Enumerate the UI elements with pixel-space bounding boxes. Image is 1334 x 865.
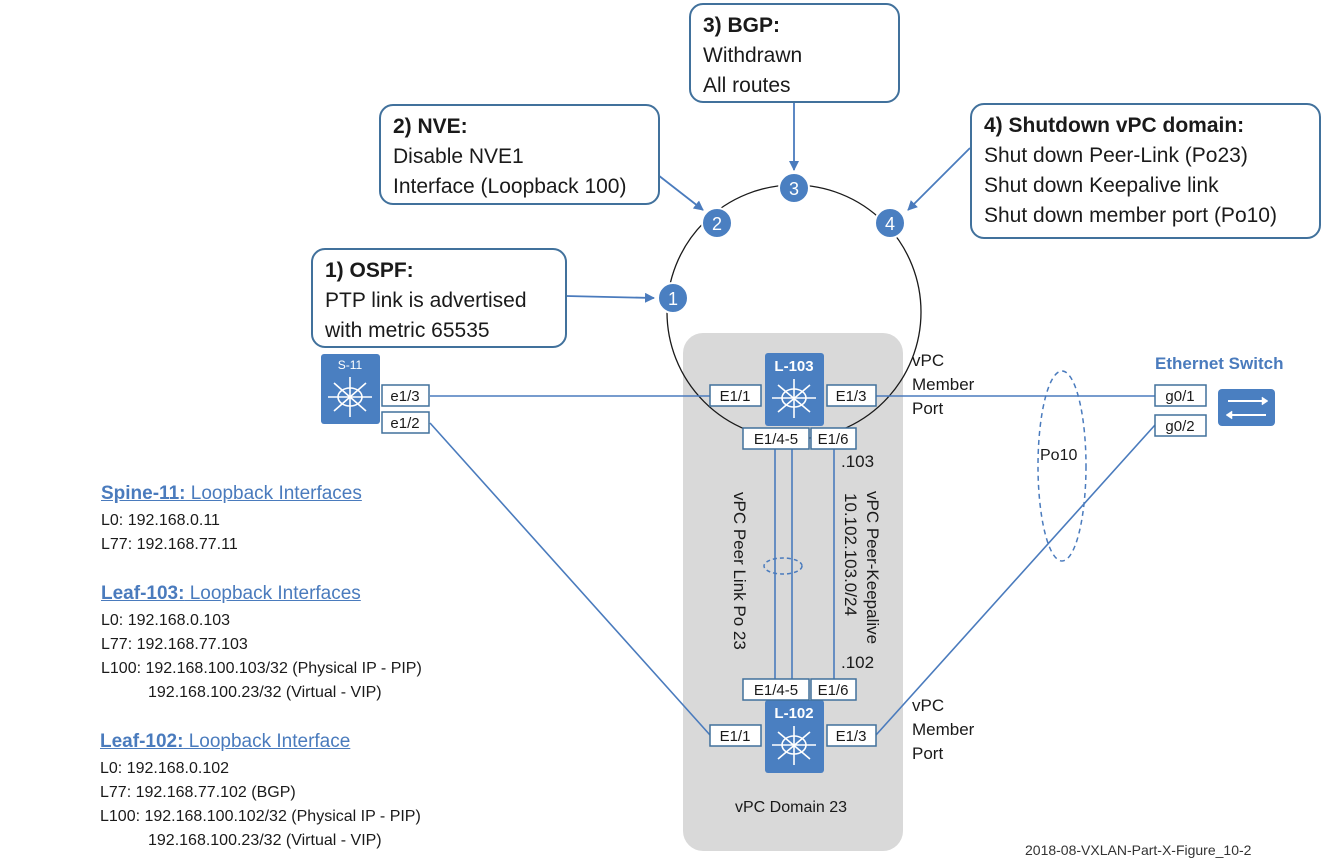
svg-text:E1/4-5: E1/4-5 [754,431,798,448]
vpc-domain-label: vPC Domain 23 [735,799,848,816]
leaf-l102-label: L-102 [774,705,813,722]
svg-text:E1/3: E1/3 [836,728,867,745]
loopback-line: 192.168.100.23/32 (Virtual - VIP) [148,684,382,701]
callout-ospf-line: PTP link is advertised [325,289,527,312]
svg-text:E1/4-5: E1/4-5 [754,682,798,699]
keepalive-subnet-label: 10.102.103.0/24 [841,493,860,616]
loopback-line: L77: 192.168.77.11 [101,536,238,553]
ip-102-label: .102 [841,653,875,672]
callout-vpc-line: Shut down member port (Po10) [984,204,1277,227]
callout-vpc-shutdown: 4) Shutdown vPC domain: Shut down Peer-L… [970,103,1321,239]
spine-s11-label: S-11 [338,358,363,372]
callout-bgp-title: 3) BGP: [703,14,781,37]
ethernet-switch-device [1218,389,1275,426]
port-switch-g0-1: g0/1 [1154,384,1207,407]
loopback-line: L0: 192.168.0.11 [101,512,220,529]
port-l103-e1-3: E1/3 [826,384,877,407]
port-s11-e1-3: e1/3 [381,384,430,407]
port-l102-e1-1: E1/1 [709,724,762,747]
port-l102-e1-6: E1/6 [810,678,857,701]
port-l102-e1-3: E1/3 [826,724,877,747]
svg-text:g0/1: g0/1 [1165,388,1194,405]
step-badge-1-label: 1 [668,289,678,309]
port-l103-e1-6: E1/6 [810,427,857,450]
vpc-member-port-top: vPC Member Port [912,351,975,418]
leaf-l103-device: L-103 [765,353,824,426]
callout-ospf-title: 1) OSPF: [325,259,414,282]
step-badge-2-label: 2 [712,214,722,234]
loopbacks-spine11-header: Spine-11: Loopback Interfaces [101,483,362,504]
svg-text:E1/6: E1/6 [818,682,849,699]
loopback-line: L77: 192.168.77.103 [101,636,248,653]
port-l103-e1-1: E1/1 [709,384,762,407]
svg-text:E1/1: E1/1 [720,388,751,405]
port-switch-g0-2: g0/2 [1154,414,1207,437]
svg-text:E1/1: E1/1 [720,728,751,745]
spine-s11-device: S-11 [321,354,380,424]
step-badge-3-label: 3 [789,179,799,199]
ethernet-switch-label: Ethernet Switch [1155,354,1284,373]
peer-link-portchannel-icon [763,557,803,575]
vpc-domain-area [683,333,903,851]
switch-router-icon [772,726,816,765]
svg-text:E1/6: E1/6 [818,431,849,448]
leaf-l102-device: L-102 [765,700,824,773]
step-badge-4-label: 4 [885,214,895,234]
po10-portchannel-icon [1037,370,1087,562]
loopback-line: L77: 192.168.77.102 (BGP) [100,784,296,801]
callout-ospf: 1) OSPF: PTP link is advertised with met… [311,248,567,348]
svg-text:g0/2: g0/2 [1165,418,1194,435]
callout-vpc-line: Shut down Peer-Link (Po23) [984,144,1248,167]
loopback-line: L100: 192.168.100.102/32 (Physical IP - … [100,808,421,825]
vpc-member-port-bottom: vPC Member Port [912,696,975,763]
switch-router-icon [772,379,816,418]
loopbacks-leaf103-header: Leaf-103: Loopback Interfaces [101,583,361,604]
step-badge-4: 4 [874,207,906,239]
link-s11-l102 [429,422,711,736]
callout-ospf-line: with metric 65535 [325,319,490,342]
keepalive-label: vPC Peer-Keepalive [863,491,882,644]
po10-label: Po10 [1040,447,1078,464]
svg-text:e1/2: e1/2 [390,415,419,432]
callout-nve-title: 2) NVE: [393,115,468,138]
loopback-line: L100: 192.168.100.103/32 (Physical IP - … [101,660,422,677]
peer-link-label: vPC Peer Link Po 23 [730,492,749,650]
ip-103-label: .103 [841,452,875,471]
port-s11-e1-2: e1/2 [381,411,430,434]
svg-text:E1/3: E1/3 [836,388,867,405]
svg-text:e1/3: e1/3 [390,388,419,405]
loopbacks-leaf102-header: Leaf-102: Loopback Interface [100,731,351,752]
callout-nve: 2) NVE: Disable NVE1 Interface (Loopback… [379,104,660,205]
callout-nve-line: Interface (Loopback 100) [393,175,627,198]
callout-vpc-line: Shut down Keepalive link [984,174,1219,197]
switch-router-icon [328,377,372,417]
step-badge-2: 2 [701,207,733,239]
leaf-l103-label: L-103 [774,358,813,375]
port-l103-e1-4-5: E1/4-5 [742,427,810,450]
loopback-line: L0: 192.168.0.102 [100,760,230,777]
arrow-nve [657,174,704,211]
port-l102-e1-4-5: E1/4-5 [742,678,810,701]
step-badge-3: 3 [778,172,810,204]
loopback-line: 192.168.100.23/32 (Virtual - VIP) [148,832,382,849]
loopback-line: L0: 192.168.0.103 [101,612,231,629]
arrow-ospf [565,292,655,303]
link-l102-switch [875,424,1156,736]
callout-nve-line: Disable NVE1 [393,145,524,168]
callout-vpc-title: 4) Shutdown vPC domain: [984,114,1245,137]
arrow-vpc [907,147,971,211]
callout-bgp-line: Withdrawn [703,44,803,67]
callout-bgp: 3) BGP: Withdrawn All routes [689,3,900,103]
step-badge-1: 1 [657,282,689,314]
figure-id: 2018-08-VXLAN-Part-X-Figure_10-2 [1025,842,1252,858]
callout-bgp-line: All routes [703,74,791,97]
switch-arrows-icon [1225,396,1269,420]
